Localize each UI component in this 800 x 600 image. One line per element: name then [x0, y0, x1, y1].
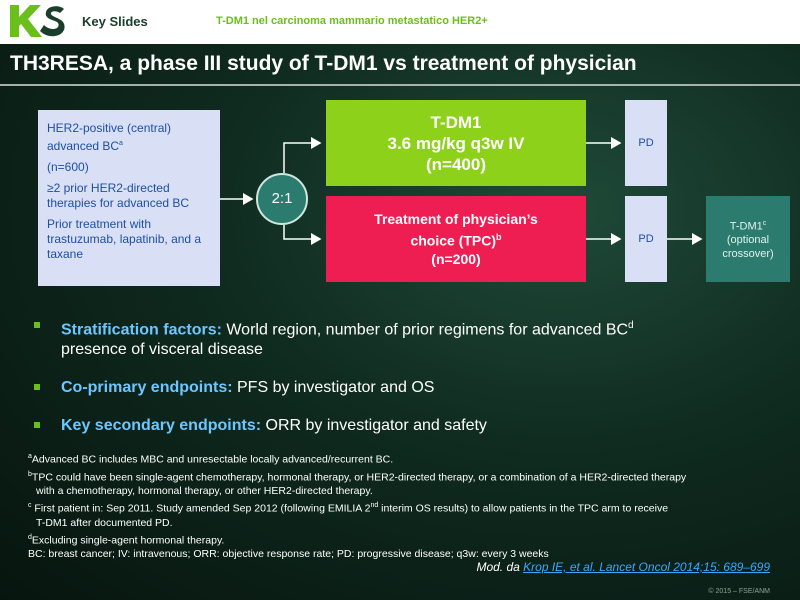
arrow-ratio-to-tpc: [283, 225, 322, 245]
brand-label: Key Slides: [82, 14, 148, 29]
footnote-text: First patient in: Sep 2011. Study amende…: [31, 502, 371, 515]
footnote-text: Advanced BC includes MBC and unresectabl…: [31, 453, 394, 466]
criteria-sup-a: a: [119, 140, 123, 147]
bullet-text: World region, number of prior regimens f…: [221, 321, 629, 339]
tdm1-arm-box: T-DM1 3.6 mg/kg q3w IV (n=400): [326, 100, 586, 186]
footnotes: aAdvanced BC includes MBC and unresectab…: [28, 450, 788, 562]
footnote-c-cont: T-DM1 after documented PD.: [36, 516, 173, 529]
tdm1-line-3: (n=400): [426, 154, 486, 174]
bullet-text: PFS by investigator and OS: [232, 379, 435, 397]
footnote-b: bTPC could have been single-agent chemot…: [28, 468, 788, 485]
footnote-mark: b: [28, 470, 32, 478]
copyright: © 2015 – FSE/ANM: [708, 588, 770, 595]
footnote-c: c First patient in: Sep 2011. Study amen…: [28, 499, 788, 516]
bullet-secondary-endpoints: Key secondary endpoints: ORR by investig…: [34, 416, 784, 436]
footnote-text: TPC could have been single-agent chemoth…: [31, 471, 687, 483]
arrow-ratio-to-tdm1: [283, 137, 322, 173]
bullet-stratification: Stratification factors: World region, nu…: [34, 316, 784, 360]
footnote-b-cont: with a chemotherapy, hormonal therapy, o…: [36, 485, 373, 497]
footnote-ordinal: nd: [370, 502, 379, 509]
bullet-sup-d: d: [628, 320, 634, 331]
citation-prefix: Mod. da: [476, 560, 524, 574]
tdm1-line-1: T-DM1: [430, 112, 482, 132]
footnote-text: Excluding single-agent hormonal therapy.: [31, 534, 225, 546]
criteria-line-4: Prior treatment with trastuzumab, lapati…: [47, 217, 202, 261]
bullet-square-icon: [34, 384, 40, 391]
footnote-text: interim OS results) to allow patients in…: [378, 502, 669, 515]
bullet-label: Stratification factors:: [61, 321, 222, 339]
tdm1-line-2: 3.6 mg/kg q3w IV: [387, 133, 525, 153]
title-divider: [0, 84, 800, 86]
bullet-list: Stratification factors: World region, nu…: [34, 316, 784, 454]
crossover-line-2: (optional crossover): [722, 234, 774, 261]
header-bar: Key Slides T-DM1 nel carcinoma mammario …: [0, 0, 800, 44]
footnote-mark: d: [28, 533, 32, 541]
criteria-line-3: ≥2 prior HER2-directed therapies for adv…: [47, 181, 190, 210]
crossover-box: T-DM1c (optional crossover): [706, 196, 790, 282]
pd-box-tpc: PD: [625, 196, 667, 282]
citation-link[interactable]: Krop IE, et al. Lancet Oncol 2014;15: 68…: [523, 560, 770, 574]
crossover-sup-c: c: [762, 219, 767, 227]
bullet-text-continued: presence of visceral disease: [61, 341, 263, 359]
pd-box-tdm1: PD: [625, 100, 667, 186]
bullet-primary-endpoints: Co-primary endpoints: PFS by investigato…: [34, 378, 784, 398]
key-slides-logo-icon: [6, 3, 70, 39]
randomization-ratio-circle: 2:1: [256, 173, 308, 225]
footnote-d: dExcluding single-agent hormonal therapy…: [28, 531, 788, 548]
footnote-mark: c: [28, 502, 32, 509]
tpc-line-1: Treatment of physician’s: [374, 211, 538, 228]
bullet-square-icon: [34, 322, 40, 328]
bullet-square-icon: [34, 422, 40, 429]
footnote-a: aAdvanced BC includes MBC and unresectab…: [28, 450, 788, 467]
bullet-text: ORR by investigator and safety: [261, 417, 487, 435]
slide-title: TH3RESA, a phase III study of T-DM1 vs t…: [10, 52, 637, 75]
footnote-mark: a: [28, 453, 32, 460]
topic-label: T-DM1 nel carcinoma mammario metastatico…: [216, 15, 488, 27]
crossover-line-1: T-DM1: [729, 220, 763, 233]
citation: Mod. da Krop IE, et al. Lancet Oncol 201…: [476, 560, 770, 574]
tpc-arm-box: Treatment of physician’s choice (TPC)b (…: [326, 196, 586, 282]
bullet-label: Co-primary endpoints:: [61, 379, 233, 397]
criteria-line-2: (n=600): [47, 160, 89, 174]
criteria-line-1: HER2-positive (central) advanced BC: [47, 121, 172, 153]
tpc-sup-b: b: [496, 232, 502, 243]
bullet-label: Key secondary endpoints:: [61, 417, 262, 435]
inclusion-criteria-box: HER2-positive (central) advanced BCa (n=…: [38, 110, 220, 286]
footnote-abbreviations: BC: breast cancer; IV: intravenous; ORR:…: [28, 548, 549, 560]
flow-connectors: [243, 137, 703, 245]
tpc-line-3: (n=200): [431, 250, 481, 267]
tpc-line-2: choice (TPC): [410, 232, 497, 249]
